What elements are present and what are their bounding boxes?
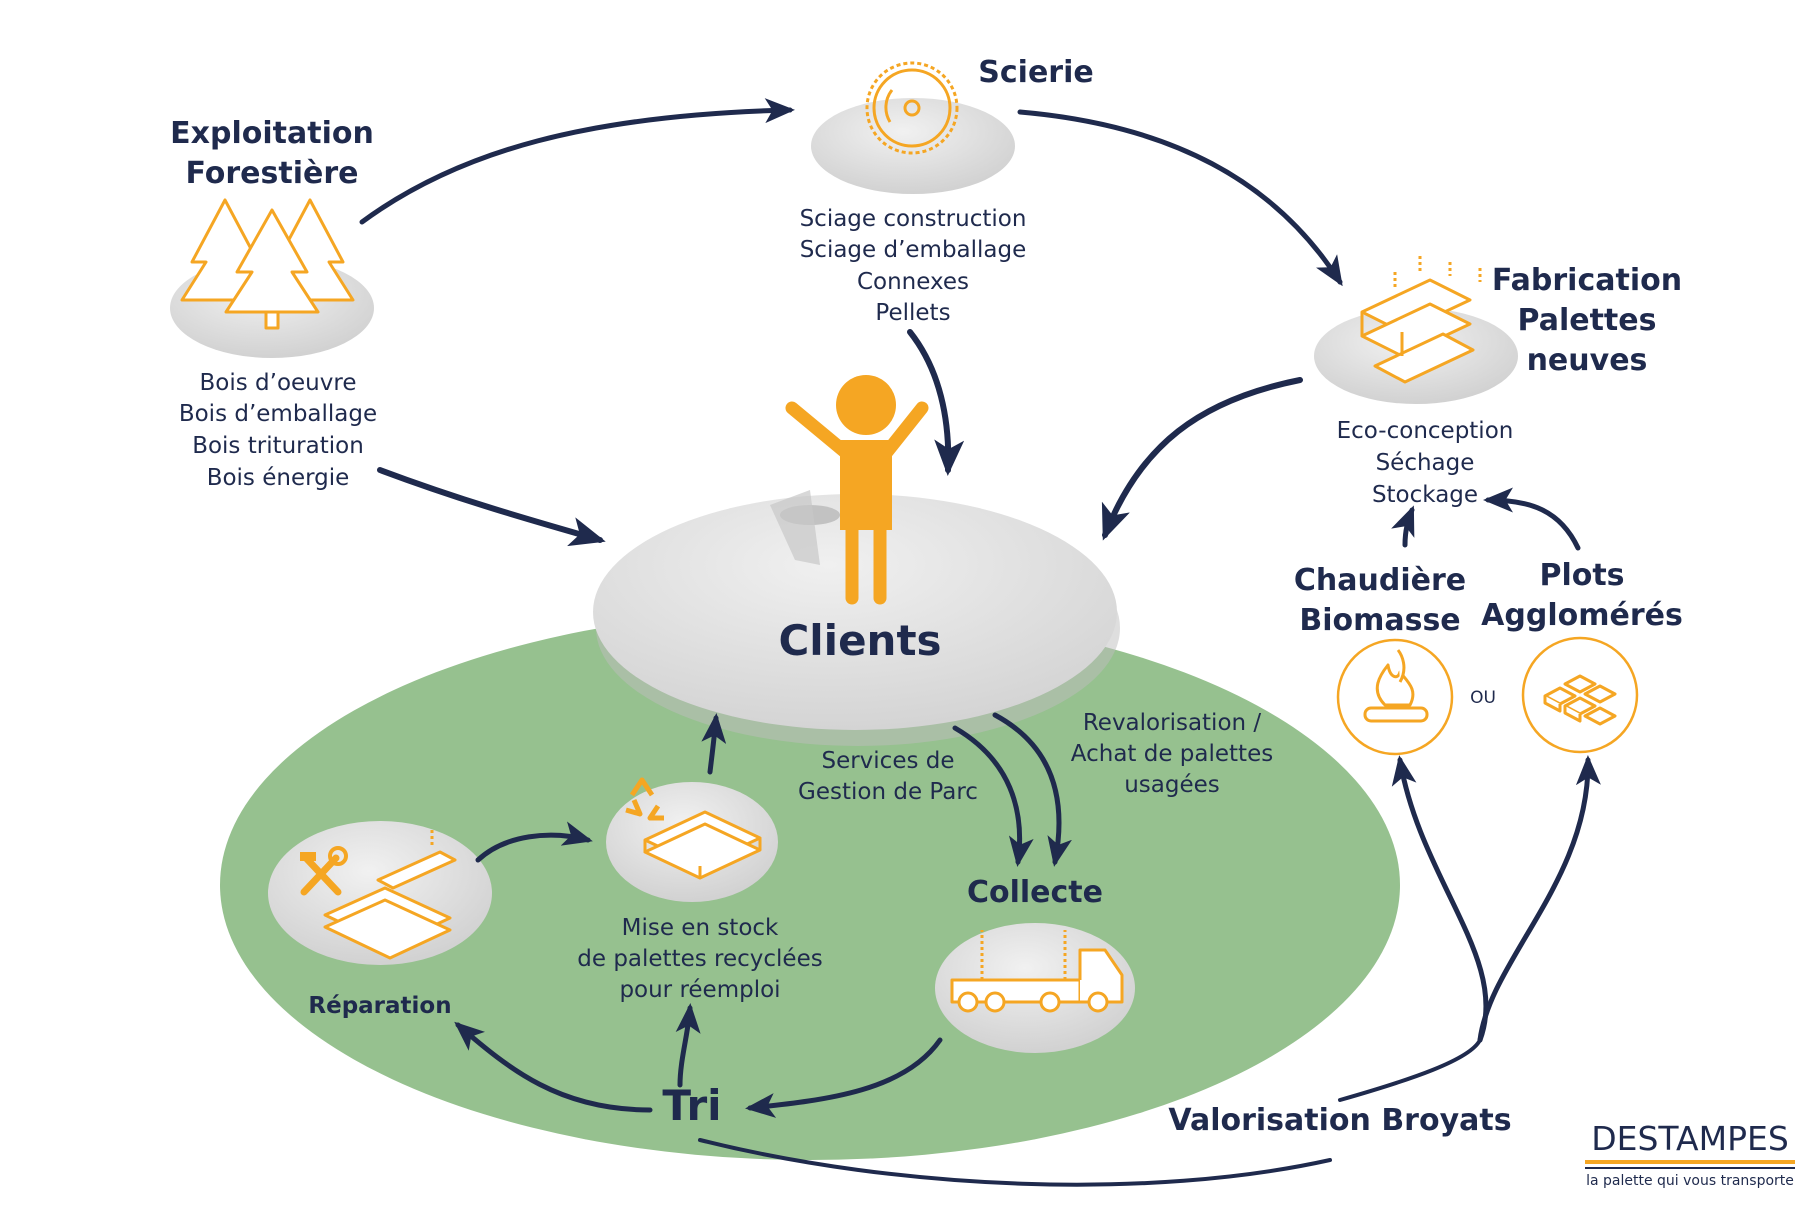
fire-icon: [1363, 649, 1429, 723]
arrow-valorisation-base: [1338, 1038, 1482, 1102]
scierie-output-4: Pellets: [875, 300, 950, 326]
arrow-valorisation-to-chaudiere: [1391, 755, 1489, 1043]
clients-disc: [593, 494, 1117, 730]
arrow-scierie-to-fabrication: [1017, 109, 1343, 287]
services-line-1: Services de: [821, 748, 954, 774]
fabrication-title-3: neuves: [1527, 343, 1648, 378]
fabrication-output-3: Stockage: [1372, 482, 1478, 508]
scierie-output-2: Sciage d’emballage: [800, 237, 1027, 263]
arrow-collecte-to-tri: [745, 1037, 943, 1118]
mise-en-stock-line-2: de palettes recyclées: [577, 946, 822, 972]
truck-icon: [950, 930, 1124, 1013]
fabrication-output-1: Eco-conception: [1337, 418, 1514, 444]
exploitation-output-1: Bois d’oeuvre: [200, 370, 357, 396]
chaudiere-title-2: Biomasse: [1299, 603, 1460, 638]
reparation-title: Réparation: [308, 993, 451, 1019]
logo-brand: DESTAMPES: [1591, 1119, 1789, 1158]
chaudiere-title-1: Chaudière: [1294, 563, 1466, 598]
saw-blade-icon: [865, 61, 959, 155]
arrow-plots-to-fabrication: [1483, 487, 1581, 551]
pine-trees-icon: [180, 198, 355, 330]
arrow-reparation-to-mise-en-stock: [475, 821, 593, 863]
exploitation-output-4: Bois énergie: [207, 465, 350, 491]
new-pallet-icon: [1360, 256, 1482, 384]
revalorisation-line-3: usagées: [1124, 772, 1220, 798]
arrow-fabrication-to-clients: [1101, 377, 1303, 541]
tri-label: Tri: [662, 1081, 721, 1130]
blocks-icon: [1543, 674, 1617, 726]
mise-en-stock-line-3: pour réemploi: [619, 977, 780, 1003]
arrow-valorisation-to-plots: [1477, 755, 1601, 1043]
revalorisation-line-2: Achat de palettes: [1071, 741, 1273, 767]
arrow-tri-to-mise-en-stock: [675, 1003, 701, 1088]
recycled-pallets-icon: [625, 777, 762, 880]
plots-circle: [1521, 636, 1639, 754]
exploitation-output-3: Bois trituration: [192, 433, 364, 459]
logo-tagline: la palette qui vous transporte: [1586, 1173, 1794, 1189]
person-icon: [770, 375, 929, 605]
scierie-title: Scierie: [978, 55, 1093, 90]
arrow-tri-to-reparation: [454, 1021, 653, 1113]
arrow-tri-to-valorisation: [698, 1138, 1332, 1187]
destampes-logo: DESTAMPES la palette qui vous transporte: [1585, 1119, 1795, 1189]
collecte-title: Collecte: [967, 875, 1103, 910]
fabrication-output-2: Séchage: [1376, 450, 1475, 476]
exploitation-title-1: Exploitation: [170, 116, 374, 151]
arrow-clients-to-collecte-1: [952, 725, 1034, 867]
arrow-clients-to-collecte-2: [992, 712, 1072, 867]
arrow-scierie-to-clients: [907, 329, 965, 476]
clients-label: Clients: [778, 616, 941, 665]
plots-title-1: Plots: [1539, 558, 1624, 593]
plots-title-2: Agglomérés: [1481, 598, 1683, 633]
exploitation-output-2: Bois d’emballage: [179, 401, 377, 427]
exploitation-title-2: Forestière: [186, 156, 359, 191]
scierie-output-1: Sciage construction: [800, 206, 1027, 232]
chaudiere-circle: [1336, 638, 1454, 756]
valorisation-label: Valorisation Broyats: [1168, 1103, 1511, 1138]
services-line-2: Gestion de Parc: [798, 779, 978, 805]
fabrication-title-1: Fabrication: [1492, 263, 1682, 298]
fabrication-title-2: Palettes: [1518, 303, 1657, 338]
scierie-output-3: Connexes: [857, 269, 969, 295]
revalorisation-line-1: Revalorisation /: [1083, 710, 1262, 736]
arrow-exploitation-to-scierie: [359, 98, 795, 225]
arrow-chaudiere-to-fabrication: [1391, 505, 1415, 548]
mise-en-stock-line-1: Mise en stock: [622, 915, 779, 941]
arrow-mise-en-stock-to-clients: [701, 713, 727, 775]
repair-tools-icon: [300, 830, 457, 960]
arrow-exploitation-to-clients: [377, 467, 606, 547]
ou-label: OU: [1470, 688, 1496, 708]
